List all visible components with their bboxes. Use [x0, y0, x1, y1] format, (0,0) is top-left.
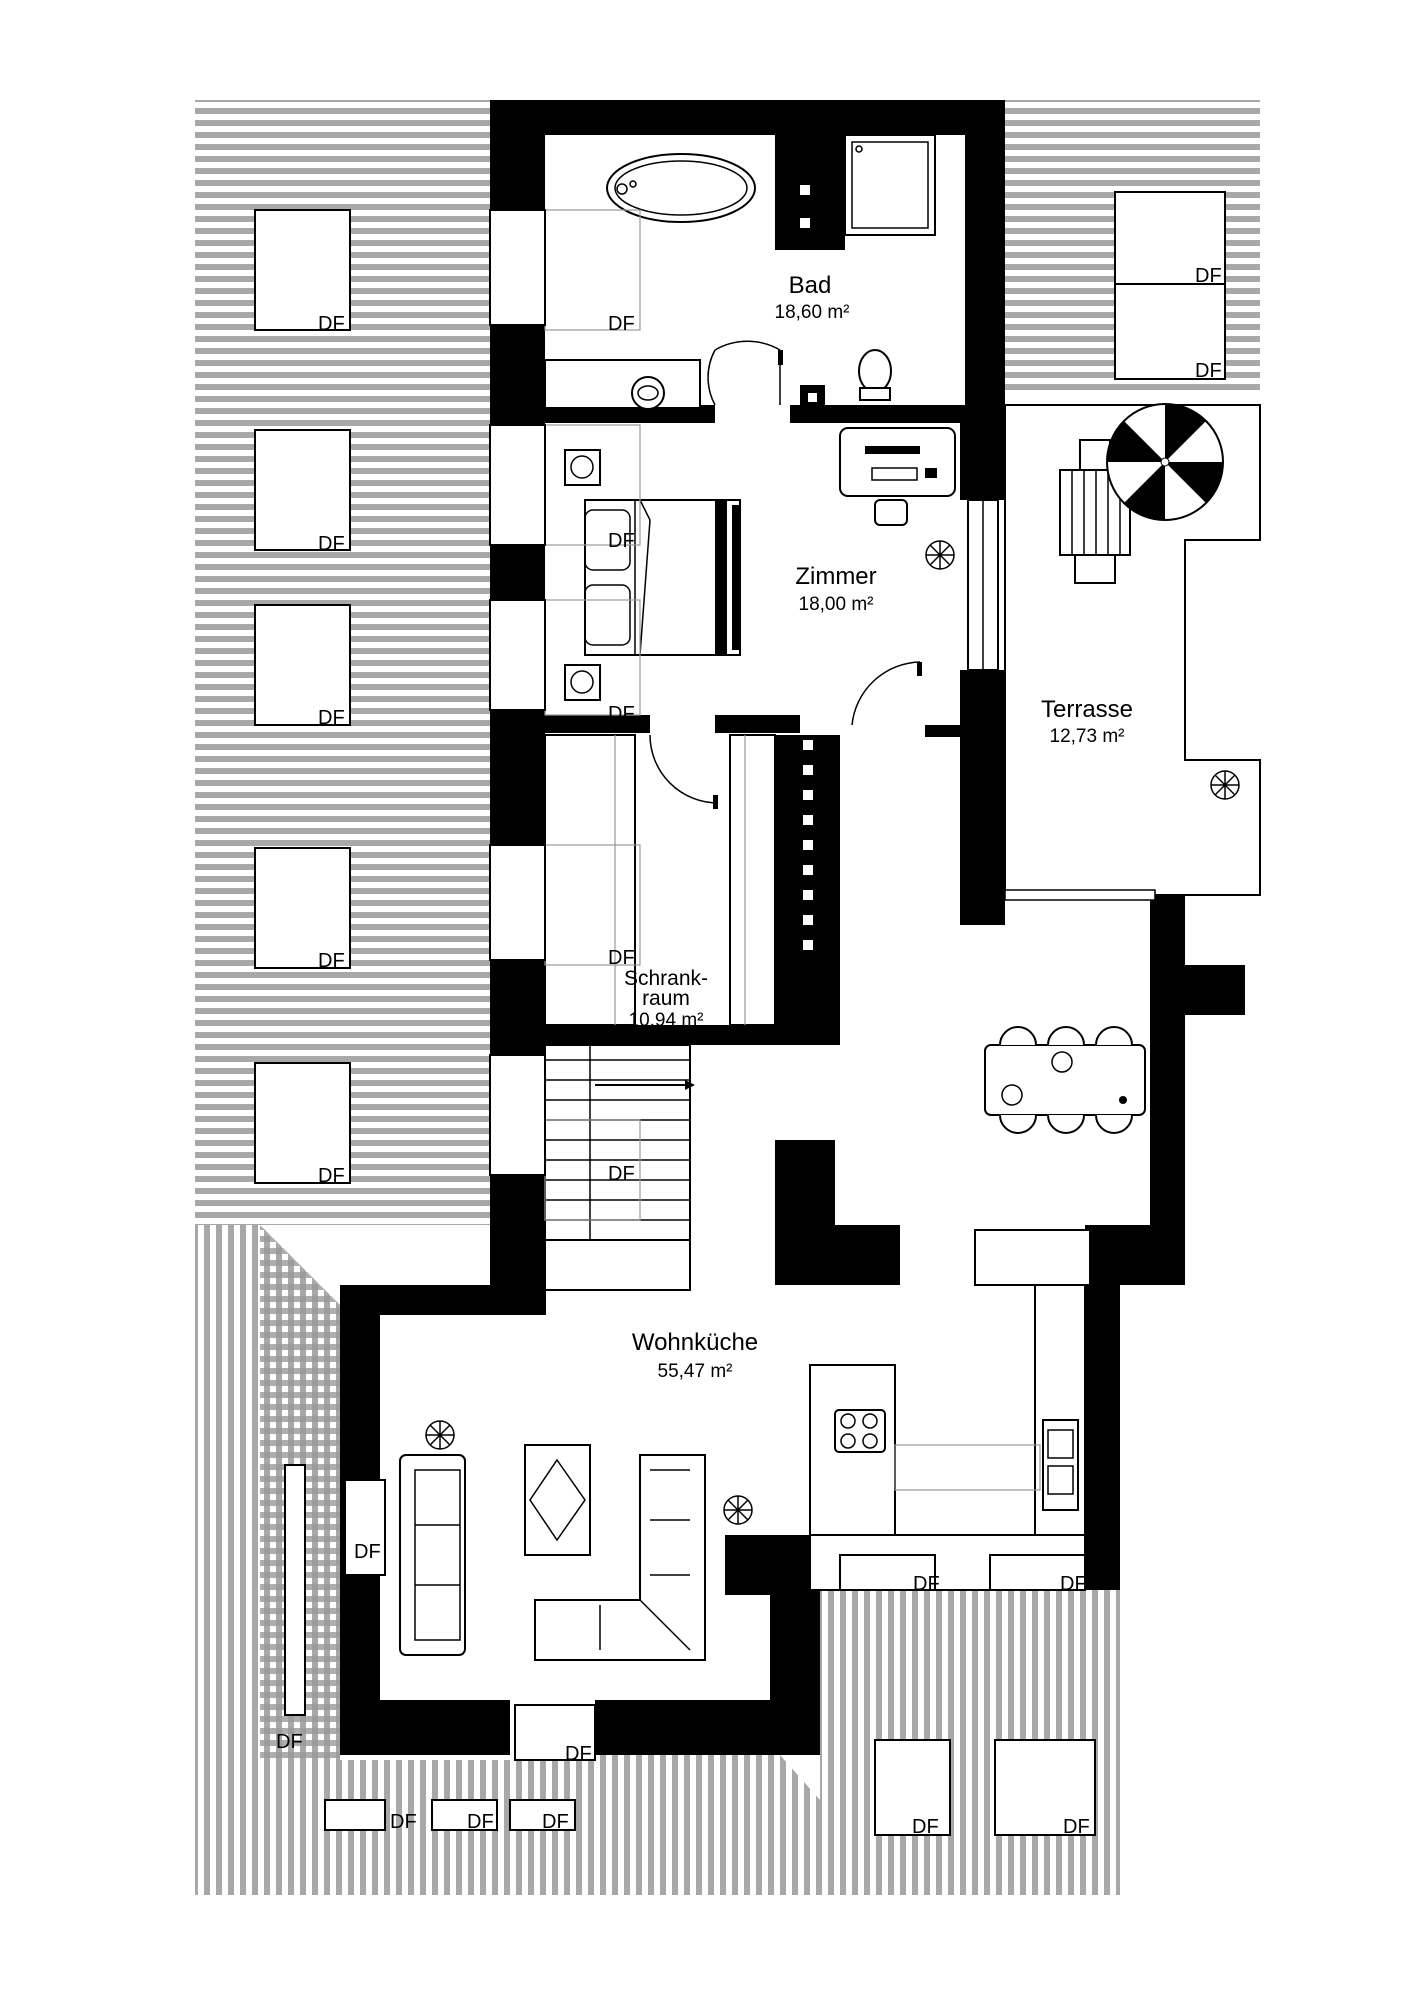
toilet [858, 349, 892, 393]
walls [340, 100, 1245, 1755]
df-label: DF [390, 1811, 417, 1833]
plant-icon [1210, 770, 1240, 800]
shower-tray [844, 134, 936, 236]
df-label: DF [318, 950, 345, 972]
room-name-wohnkueche: Wohnküche [632, 1329, 758, 1356]
roof-windows [254, 191, 1226, 1836]
room-name-terrasse: Terrasse [1041, 696, 1133, 723]
washbasin-counter [544, 359, 701, 409]
df-label: DF [1063, 1816, 1090, 1838]
df-label: DF [354, 1541, 381, 1563]
bathroom-fixtures [544, 134, 936, 420]
plant-icon [425, 1420, 455, 1450]
df-label: DF [542, 1811, 569, 1833]
bathtub [606, 153, 756, 223]
df-label: DF [608, 1163, 635, 1185]
room-area-schrankraum: 10,94 m² [629, 1010, 704, 1031]
df-labels: DF DF DF DF DF DF DF DF DF DF DF DF DF D… [276, 265, 1222, 1838]
df-label: DF [608, 947, 635, 969]
walk-in-closet-furniture [544, 734, 813, 1026]
room-name-schrankraum-2: raum [642, 987, 690, 1010]
room-labels: Bad 18,60 m² Zimmer 18,00 m² Terrasse 12… [624, 272, 1133, 1382]
sofa [399, 1454, 466, 1656]
plant-icon [925, 540, 955, 570]
umbrella-icon [1106, 403, 1224, 521]
plant-icon [723, 1495, 753, 1525]
kitchen-sink [1042, 1419, 1079, 1511]
terrace [1004, 403, 1261, 901]
df-label: DF [912, 1816, 939, 1838]
cooktop [834, 1409, 886, 1453]
df-label: DF [467, 1811, 494, 1833]
df-label: DF [1195, 265, 1222, 287]
room-area-terrasse: 12,73 m² [1050, 726, 1125, 747]
df-label: DF [608, 530, 635, 552]
room-area-zimmer: 18,00 m² [799, 594, 874, 615]
df-label: DF [318, 533, 345, 555]
desk [839, 427, 956, 497]
room-area-bad: 18,60 m² [775, 302, 850, 323]
df-label: DF [608, 313, 635, 335]
df-label: DF [1195, 360, 1222, 382]
df-label: DF [913, 1573, 940, 1595]
room-name-bad: Bad [789, 272, 832, 299]
df-label: DF [276, 1731, 303, 1753]
df-label: DF [1060, 1573, 1087, 1595]
df-label: DF [318, 1165, 345, 1187]
df-label: DF [565, 1743, 592, 1765]
df-label: DF [608, 703, 635, 725]
washbasin [631, 376, 665, 410]
room-name-zimmer: Zimmer [795, 563, 876, 590]
df-label: DF [318, 313, 345, 335]
watermark: McGrundriss [1098, 1456, 1113, 1530]
staircase [544, 1044, 695, 1291]
room-area-wohnkueche: 55,47 m² [658, 1361, 733, 1382]
room-name-schrankraum-1: Schrank- [624, 967, 708, 990]
bedroom-furniture [564, 427, 999, 726]
df-label: DF [318, 707, 345, 729]
coffee-table [524, 1444, 591, 1556]
